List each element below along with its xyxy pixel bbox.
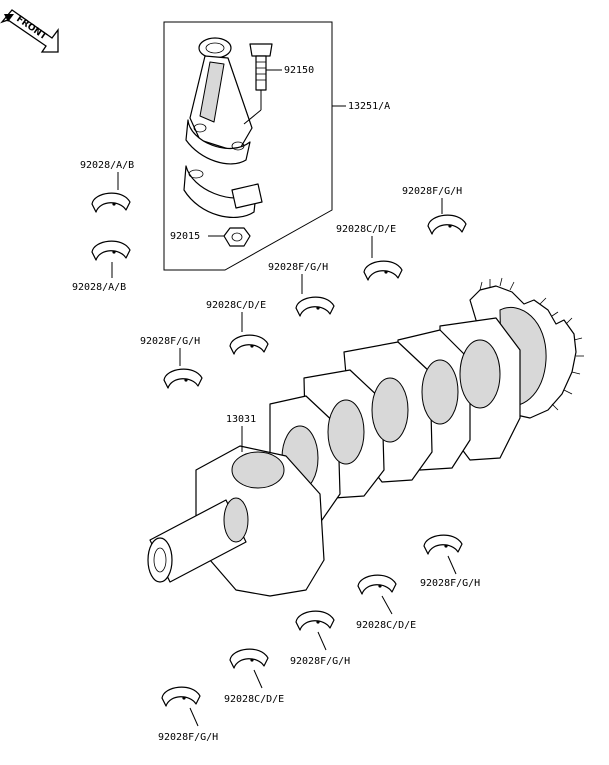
bearing-shell-icon (229, 334, 269, 355)
label-92028ab-bottom: 92028/A/B (72, 282, 126, 293)
label-13251a: 13251/A (348, 101, 390, 112)
rod-cap-icon (183, 165, 263, 219)
label-92015: 92015 (170, 231, 200, 242)
connecting-rod-icon (185, 37, 253, 165)
bearing-shell-icon (363, 260, 403, 281)
nut-icon (223, 227, 251, 247)
bearing-shell-icon (229, 648, 269, 669)
bolt-icon (249, 43, 273, 91)
label-92028cde-3: 92028C/D/E (356, 620, 416, 631)
bearing-shell-icon (423, 534, 463, 555)
bearing-shell-icon (295, 610, 335, 631)
label-92028fgh-5: 92028F/G/H (290, 656, 350, 667)
label-92028cde-4: 92028C/D/E (224, 694, 284, 705)
label-92028cde-1: 92028C/D/E (336, 224, 396, 235)
bearing-shell-icon (91, 192, 131, 213)
front-arrow-icon (0, 9, 59, 53)
bearing-shell-icon (357, 574, 397, 595)
label-92150: 92150 (284, 65, 314, 76)
label-92028cde-2: 92028C/D/E (206, 300, 266, 311)
label-13031: 13031 (226, 414, 256, 425)
crankshaft-icon (147, 277, 584, 597)
bearing-shell-icon (427, 214, 467, 235)
label-92028ab-top: 92028/A/B (80, 160, 134, 171)
label-92028fgh-2: 92028F/G/H (268, 262, 328, 273)
bearing-shell-icon (163, 368, 203, 389)
bearing-shell-icon (295, 296, 335, 317)
bearing-shell-icon (161, 686, 201, 707)
label-92028fgh-1: 92028F/G/H (402, 186, 462, 197)
label-92028fgh-3: 92028F/G/H (140, 336, 200, 347)
conrod-assembly-box (163, 21, 333, 271)
label-92028fgh-6: 92028F/G/H (158, 732, 218, 743)
bearing-shell-icon (91, 240, 131, 261)
label-92028fgh-4: 92028F/G/H (420, 578, 480, 589)
